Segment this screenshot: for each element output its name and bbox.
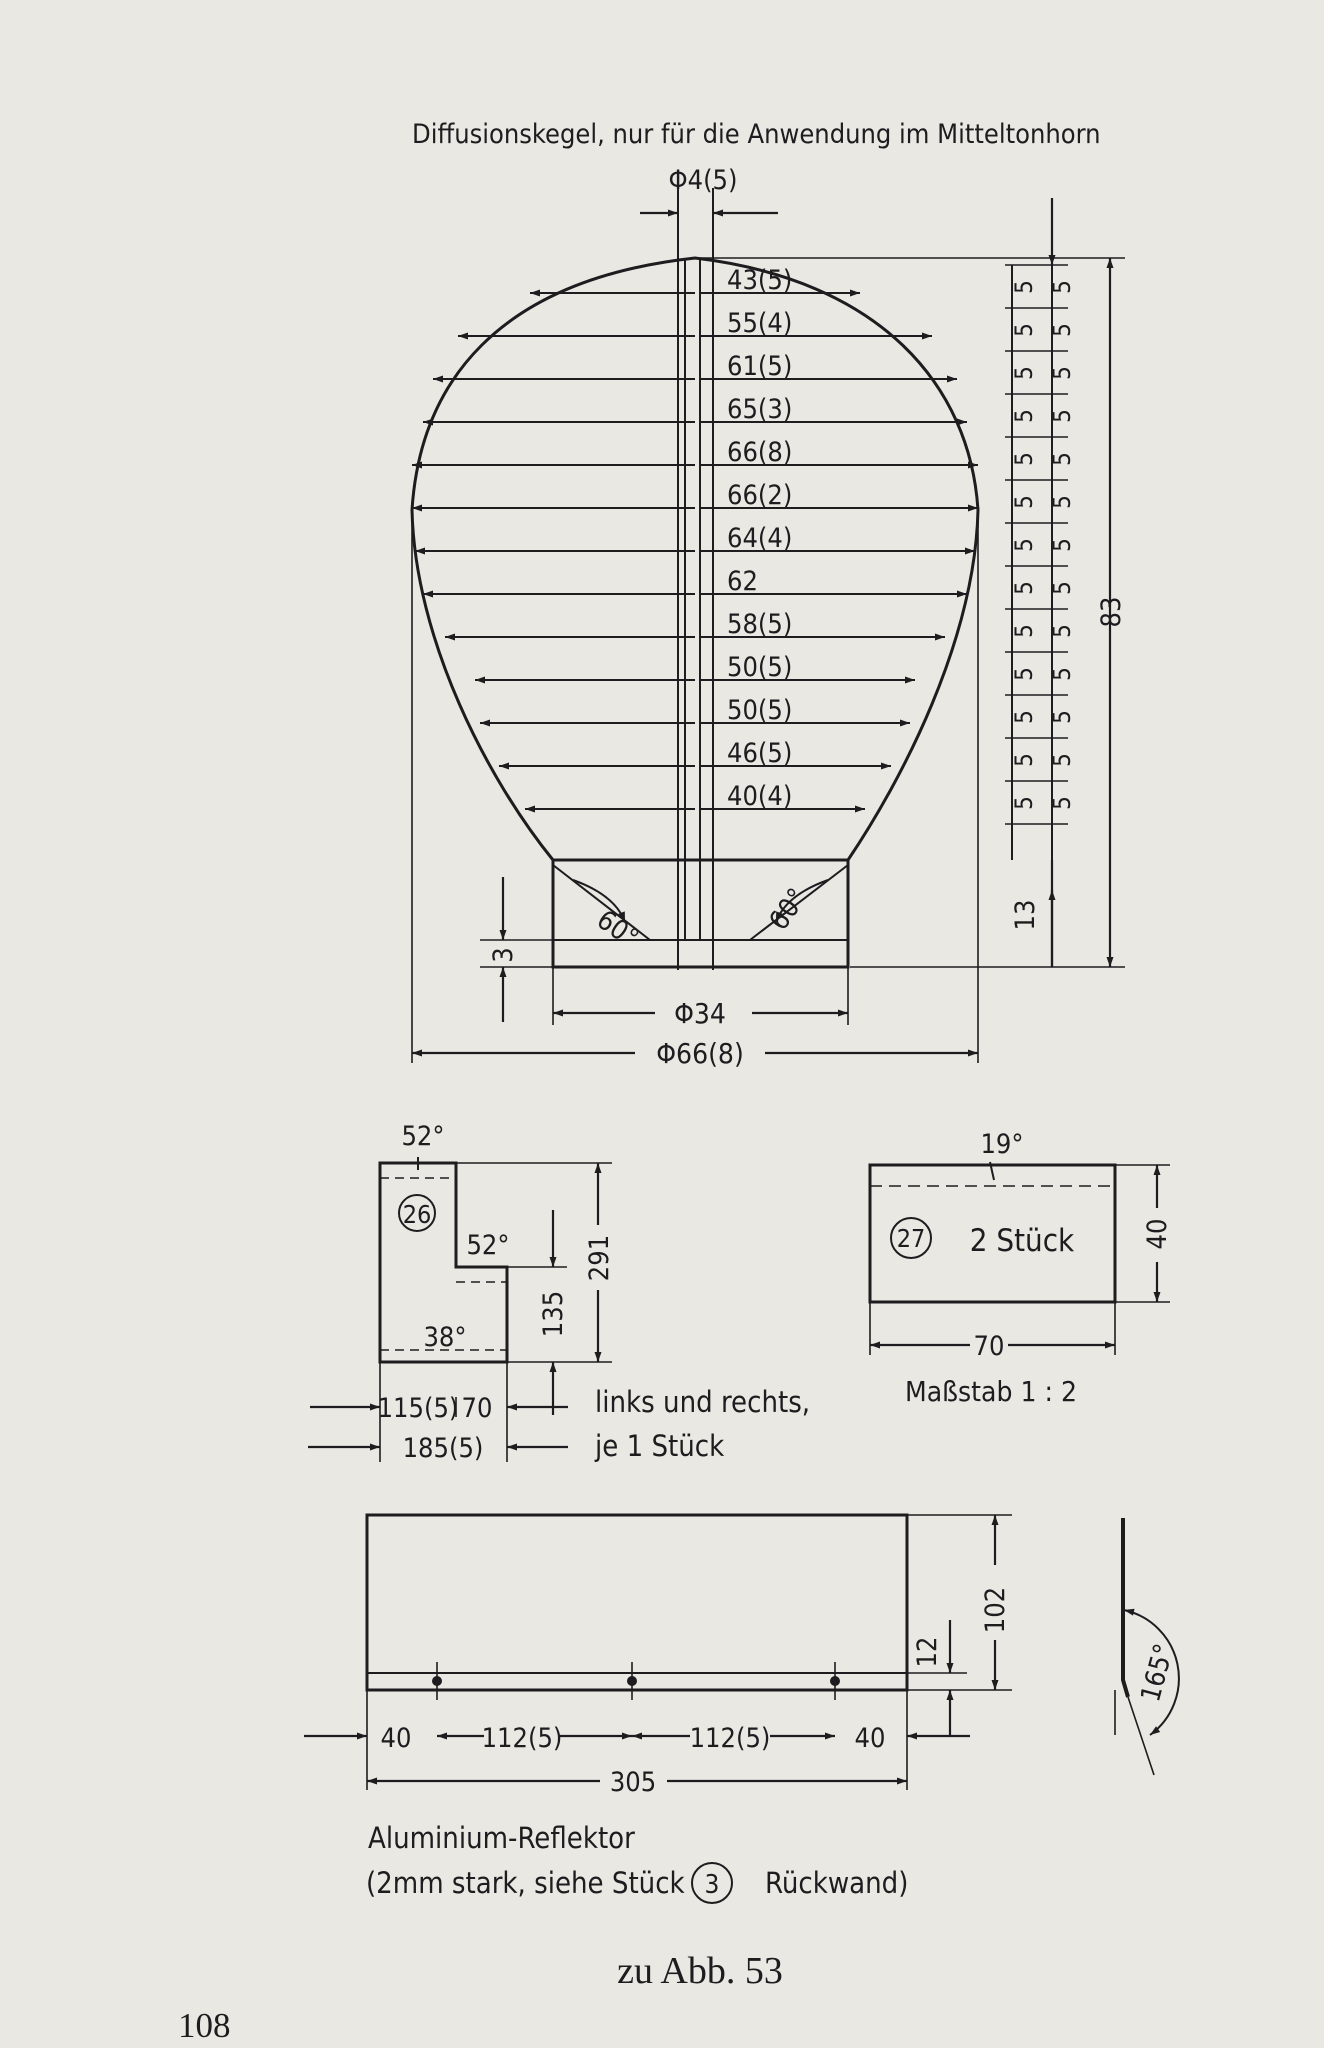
cone-step-label: 5 [1048, 581, 1076, 595]
cone-step-label: 5 [1048, 710, 1076, 724]
cone-width-label: 55(4) [727, 308, 792, 339]
cone-step-label: 5 [1048, 452, 1076, 466]
cone-width-label: 50(5) [727, 695, 792, 726]
cone-step-label: 5 [1010, 710, 1038, 724]
part-27-width: 70 [974, 1331, 1005, 1362]
part-26-angle-step: 52° [466, 1230, 509, 1261]
cone-step-label: 5 [1048, 366, 1076, 380]
cone-step-label: 5 [1010, 753, 1038, 767]
cone-step-label: 5 [1010, 323, 1038, 337]
part-26-width-b: 70 [462, 1393, 493, 1424]
figure-reference: zu Abb. 53 [617, 1950, 783, 1992]
cone-step-label: 5 [1048, 796, 1076, 810]
part-26-width-a: 115(5) [378, 1393, 459, 1424]
part-27-height: 40 [1142, 1219, 1173, 1250]
reflector-caption-line1: Aluminium-Reflektor [368, 1821, 635, 1855]
cone-width-label: 66(8) [727, 437, 792, 468]
cone-step-label: 5 [1010, 581, 1038, 595]
cone-angle-left: 60° [591, 904, 644, 954]
reflector-caption-number: 3 [705, 1870, 720, 1900]
cone-step-label: 5 [1010, 409, 1038, 423]
cone-width-label: 66(2) [727, 480, 792, 511]
reflector-caption-number-circle [691, 1862, 733, 1904]
cone-width-label: 58(5) [727, 609, 792, 640]
part-26-angle-top: 52° [401, 1121, 444, 1152]
part-27-number: 27 [897, 1224, 926, 1253]
cone-total-height: 83 [1096, 597, 1127, 628]
cone-step-label: 5 [1048, 624, 1076, 638]
cone-step-label: 5 [1048, 495, 1076, 509]
part-26-step-height: 135 [538, 1291, 569, 1337]
cone-base-diameter: Φ34 [674, 997, 726, 1030]
cone-width-label: 64(4) [727, 523, 792, 554]
page-number: 108 [178, 2006, 231, 2045]
cone-step-label: 5 [1010, 366, 1038, 380]
reflector-caption-pre: (2mm stark, siehe Stück [366, 1866, 686, 1900]
reflector-strip: 12 [912, 1637, 943, 1668]
cone-step-label: 5 [1048, 753, 1076, 767]
scale-note: Maßstab 1 : 2 [905, 1375, 1077, 1408]
cone-outline [410, 256, 980, 861]
reflector-drawing: 102 12 40 112(5) 112(5) 40 305 165° Alum… [304, 1513, 1180, 1904]
cone-step-label: 5 [1010, 495, 1038, 509]
part-26-angle-bottom: 38° [423, 1322, 466, 1353]
cone-step-label: 5 [1010, 667, 1038, 681]
cone-step-label: 5 [1048, 409, 1076, 423]
cone-width-label: 65(3) [727, 394, 792, 425]
cone-step-label: 5 [1048, 280, 1076, 294]
part-27-outline [868, 1163, 1117, 1304]
part-27-angle: 19° [980, 1129, 1023, 1160]
reflector-height: 102 [980, 1587, 1011, 1633]
reflector-side-profile [1121, 1518, 1130, 1698]
reflector-dim-1: 40 [381, 1723, 412, 1754]
cone-width-label: 62 [727, 566, 758, 597]
cone-max-diameter: Φ66(8) [656, 1037, 744, 1070]
reflector-bend-angle: 165° [1135, 1641, 1180, 1706]
part-26-note-line1: links und rechts, [595, 1385, 810, 1419]
part-27-drawing: 19° 27 2 Stück 40 70 Maßstab 1 : 2 [868, 1129, 1173, 1408]
cone-base-thickness: 3 [488, 947, 519, 962]
cone-width-label: 43(5) [727, 265, 792, 296]
part-27-label: 2 Stück [970, 1223, 1075, 1259]
cone-hole-dimension: Φ4(5) [669, 165, 738, 196]
cone-step-label: 5 [1010, 624, 1038, 638]
cone-step-label: 5 [1010, 280, 1038, 294]
cone-step-label: 5 [1048, 667, 1076, 681]
reflector-dim-3: 112(5) [690, 1723, 771, 1754]
cone-base-height: 13 [1010, 900, 1041, 931]
cone-step-label: 5 [1010, 796, 1038, 810]
part-26-number-circle [398, 1194, 436, 1232]
cone-step-label: 5 [1048, 323, 1076, 337]
reflector-total-width: 305 [610, 1767, 656, 1798]
cone-width-label: 46(5) [727, 738, 792, 769]
part-27-number-circle [890, 1217, 932, 1259]
reflector-caption-post: Rückwand) [765, 1866, 908, 1900]
cone-title: Diffusionskegel, nur für die Anwendung i… [412, 119, 1101, 150]
cone-width-label: 40(4) [727, 781, 792, 812]
cone-width-label: 50(5) [727, 652, 792, 683]
cone-step-label: 5 [1010, 452, 1038, 466]
part-26-width-total: 185(5) [403, 1433, 484, 1464]
part-26-note-line2: je 1 Stück [594, 1429, 725, 1463]
cone-step-label: 5 [1048, 538, 1076, 552]
reflector-outline [365, 1513, 909, 1692]
cone-width-label: 61(5) [727, 351, 792, 382]
part-26-total-height: 291 [584, 1235, 615, 1281]
reflector-dim-4: 40 [855, 1723, 886, 1754]
cone-base [551, 858, 850, 969]
part-26-drawing: 52° 52° 38° 26 135 291 115(5) 70 185(5) … [308, 1121, 810, 1464]
part-26-number: 26 [403, 1200, 432, 1229]
diffusion-cone-drawing: Diffusionskegel, nur für die Anwendung i… [410, 119, 1127, 1070]
cone-step-label: 5 [1010, 538, 1038, 552]
reflector-dim-2: 112(5) [482, 1723, 563, 1754]
